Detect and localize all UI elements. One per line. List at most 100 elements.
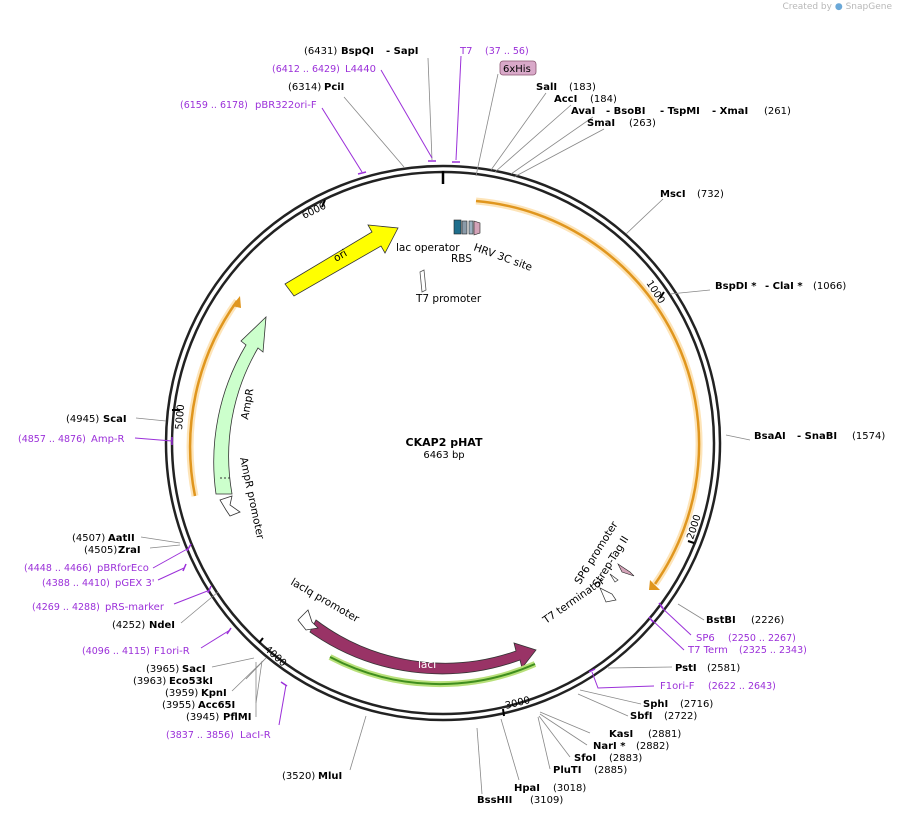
pbr322-pos: (6159 .. 6178) [180,100,248,111]
sbfi-pos: (2722) [664,711,697,722]
pcii-pos: (6314) [288,82,321,93]
mlui-name[interactable]: MluI [318,771,342,782]
pbr322-name[interactable]: pBR322ori-F [255,100,317,111]
his-tag-box[interactable] [468,220,474,235]
bsobi-name[interactable]: - BsoBI [606,106,645,117]
bsshii-name[interactable]: BssHII [477,795,512,806]
ampr-promoter-arrow[interactable] [219,495,241,517]
sphi-pos: (2716) [680,699,713,710]
tick-5000: 5000 [174,404,187,430]
strep-tag-box[interactable] [617,563,635,577]
laci-feature[interactable] [309,619,537,675]
t7-terminator-arrow[interactable] [599,587,617,603]
avai-pos: (261) [764,106,791,117]
pcii-name[interactable]: PciI [324,82,344,93]
ori-feature[interactable] [284,224,399,297]
ampr-primer-name[interactable]: Amp-R [91,434,125,445]
clai-name[interactable]: - ClaI * [765,281,803,292]
zrai-name[interactable]: ZraI [118,545,141,556]
tick-1000-mark [659,291,665,299]
nari-pos: (2882) [636,741,669,752]
bspdi-pos: (1066) [813,281,846,292]
bstbi-pos: (2226) [751,615,784,626]
credit-prefix: Created by [782,2,832,12]
xmai-name[interactable]: - XmaI [712,106,748,117]
hpai-pos: (3018) [553,783,586,794]
nari-name[interactable]: NarI * [593,741,626,752]
pbrforeco-name[interactable]: pBRforEco [97,563,149,574]
psti-name[interactable]: PstI [675,663,697,674]
avai-name[interactable]: AvaI [571,106,595,117]
snapgene-icon: ● [834,2,843,12]
rbs-box[interactable] [461,220,468,235]
laciq-promoter-arrow[interactable] [297,609,319,631]
tspmi-name[interactable]: - TspMI [660,106,700,117]
aatii-name[interactable]: AatII [108,533,135,544]
sphi-name[interactable]: SphI [643,699,668,710]
acci-pos: (184) [590,94,617,105]
eco53ki-name[interactable]: Eco53kI [169,676,213,687]
prs-name[interactable]: pRS-marker [105,602,165,613]
scai-name[interactable]: ScaI [103,414,127,425]
f1ori-f-pos: (2622 .. 2643) [708,681,776,692]
bspqi-name[interactable]: BspQI [341,46,374,57]
msci-name[interactable]: MscI [660,189,686,200]
laci-orf [329,656,536,686]
his-tag-badge[interactable] [499,60,537,76]
t7-primer-name[interactable]: T7 [459,46,472,57]
bstbi-name[interactable]: BstBI [706,615,736,626]
smai-name[interactable]: SmaI [587,118,615,129]
t7-promoter-label: T7 promoter [415,293,482,305]
sali-name[interactable]: SalI [536,82,557,93]
f1ori-f-name[interactable]: F1ori-F [660,681,695,692]
pflmi-pos: (3945) [186,712,219,723]
saci-pos: (3965) [146,664,179,675]
ndei-pos: (4252) [112,620,145,631]
orf-right-arrowhead [649,580,660,590]
lac-operator-label: lac operator [396,242,460,254]
plasmid-name: CKAP2 pHAT [406,436,483,449]
lac-operator-box[interactable] [453,219,462,235]
snabi-name[interactable]: - SnaBI [797,431,837,442]
laci-r-name[interactable]: LacI-R [240,730,271,741]
f1ori-r-name[interactable]: F1ori-R [154,646,190,657]
ampr-promoter-label: AmpR promoter [237,456,266,541]
pgex-name[interactable]: pGEX 3' [115,578,155,589]
sapi-name[interactable]: - SapI [386,46,418,57]
pluti-name[interactable]: PluTI [553,765,581,776]
bsaai-name[interactable]: BsaAI [754,431,786,442]
ori-label: ori [332,247,350,264]
aatii-pos: (4507) [72,533,105,544]
sp6-promoter-arrow[interactable] [609,573,619,583]
ampr-feature[interactable] [213,315,267,495]
saci-name[interactable]: SacI [182,664,206,675]
sp6-primer-name[interactable]: SP6 [696,633,715,644]
acci-name[interactable]: AccI [554,94,577,105]
sfoi-name[interactable]: SfoI [574,753,596,764]
kasi-name[interactable]: KasI [609,729,633,740]
pflmi-name[interactable]: PflMI [223,712,251,723]
psti-pos: (2581) [707,663,740,674]
l4440-pos: (6412 .. 6429) [272,64,340,75]
credit-brand: SnapGene [845,2,892,12]
acc65i-name[interactable]: Acc65I [198,700,235,711]
hrv-site-box[interactable] [473,220,481,236]
ampr-primer-pos: (4857 .. 4876) [18,434,86,445]
hrv-label: HRV 3C site [472,242,534,274]
credit: Created by ● SnapGene [782,2,892,12]
t7-promoter-arrow[interactable] [419,269,427,293]
sbfi-name[interactable]: SbfI [630,711,652,722]
l4440-name[interactable]: L4440 [345,64,376,75]
t7term-name[interactable]: T7 Term [687,645,728,656]
hpai-name[interactable]: HpaI [514,783,540,794]
ndei-name[interactable]: NdeI [149,620,175,631]
bspdi-name[interactable]: BspDI * [715,281,757,292]
bsshii-pos: (3109) [530,795,563,806]
sp6-primer-pos: (2250 .. 2267) [728,633,796,644]
kpni-name[interactable]: KpnI [201,688,227,699]
orf-left [188,300,239,497]
bsaai-pos: (1574) [852,431,885,442]
ampr-label: AmpR [239,388,256,421]
smai-pos: (263) [629,118,656,129]
